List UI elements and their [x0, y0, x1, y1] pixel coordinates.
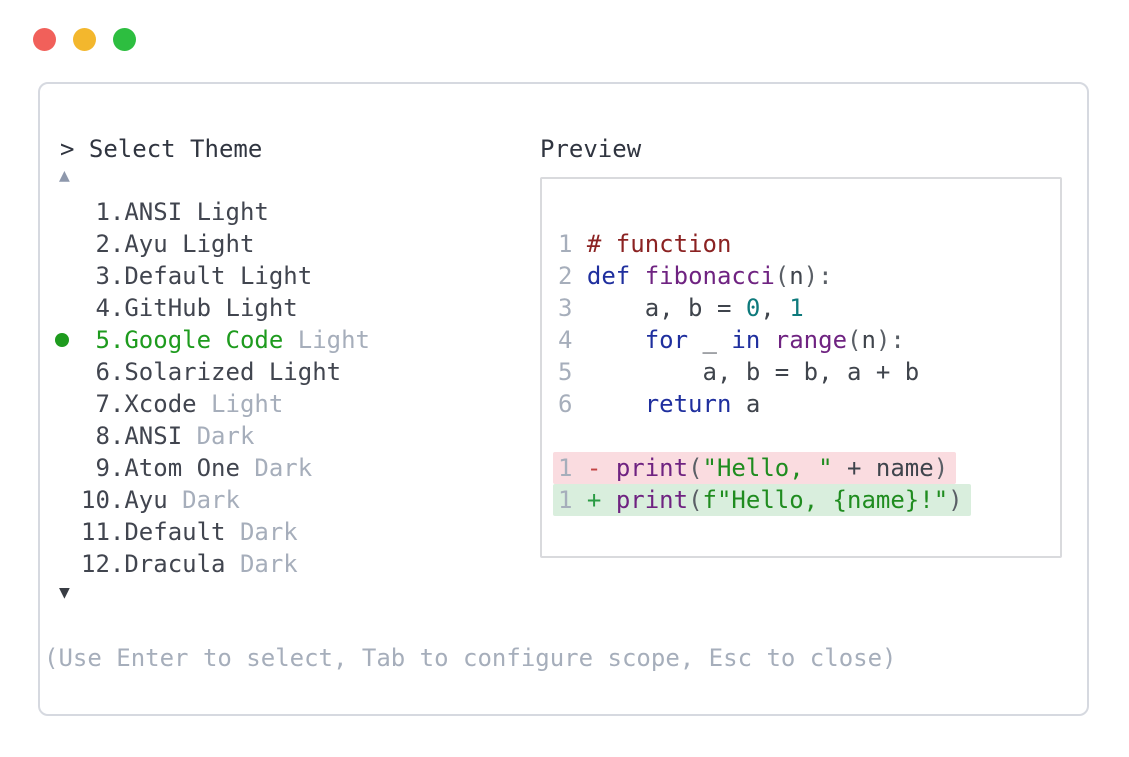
code-line [558, 420, 971, 452]
selected-dot-icon [55, 324, 81, 356]
theme-list-item[interactable]: 4.GitHub Light [55, 292, 370, 324]
theme-number: 8. [95, 422, 125, 450]
diff-removed-line: 1 - print("Hello, " + name) [553, 452, 971, 484]
theme-name: Solarized [124, 358, 255, 386]
theme-number: 7. [95, 390, 125, 418]
theme-list-item[interactable]: 3.Default Light [55, 260, 370, 292]
preview-title: Preview [540, 135, 642, 163]
theme-list-item[interactable]: 12.Dracula Dark [55, 548, 370, 580]
theme-number: 3. [95, 262, 125, 290]
code-line: 2 def fibonacci(n): [558, 262, 833, 290]
code-line: 3 a, b = 0, 1 [558, 294, 804, 322]
theme-name: Dracula [124, 550, 226, 578]
theme-variant: Light [225, 294, 298, 322]
theme-list-item[interactable]: 8.ANSI Dark [55, 420, 370, 452]
theme-list-item[interactable]: 6.Solarized Light [55, 356, 370, 388]
theme-name: Atom One [124, 454, 240, 482]
theme-number: 9. [95, 454, 125, 482]
theme-list-item[interactable]: 1.ANSI Light [55, 196, 370, 228]
theme-name: Default [124, 518, 226, 546]
theme-name: Google Code [124, 326, 284, 354]
theme-variant: Dark [239, 550, 298, 578]
theme-number: 2. [95, 230, 125, 258]
theme-name: GitHub [124, 294, 212, 322]
scroll-down-icon[interactable]: ▼ [59, 582, 70, 603]
theme-number: 12. [81, 550, 125, 578]
theme-number: 5. [95, 326, 125, 354]
theme-variant: Light [268, 358, 342, 386]
theme-list-item[interactable]: 10.Ayu Dark [55, 484, 370, 516]
code-line: 1 # function [558, 230, 732, 258]
theme-variant: Dark [239, 518, 298, 546]
theme-number: 6. [95, 358, 125, 386]
theme-name: Ayu [124, 230, 168, 258]
diff-added-line: 1 + print(f"Hello, {name}!") [553, 484, 971, 516]
theme-list-item[interactable]: 9.Atom One Dark [55, 452, 370, 484]
maximize-button[interactable] [113, 28, 136, 51]
theme-number: 10. [81, 486, 125, 514]
theme-variant: Dark [182, 486, 240, 514]
theme-variant: Light [196, 198, 269, 226]
code-line: 5 a, b = b, a + b [558, 358, 920, 386]
theme-list-item[interactable]: 7.Xcode Light [55, 388, 370, 420]
theme-variant: Light [239, 262, 313, 290]
theme-number: 4. [95, 294, 125, 322]
theme-variant: Light [211, 390, 284, 418]
theme-name: Xcode [124, 390, 197, 418]
code-block: 1 # function 2 def fibonacci(n): 3 a, b = … [553, 228, 971, 516]
theme-variant: Dark [196, 422, 255, 450]
theme-list-item[interactable]: 5.Google Code Light [55, 324, 370, 356]
code-line: 6 return a [558, 390, 761, 418]
theme-variant: Dark [254, 454, 313, 482]
theme-number: 1. [95, 198, 125, 226]
theme-variant: Light [297, 326, 370, 354]
close-button[interactable] [33, 28, 56, 51]
theme-name: Default [124, 262, 226, 290]
theme-number: 11. [81, 518, 125, 546]
theme-name: ANSI [124, 198, 183, 226]
select-theme-prompt: > Select Theme [60, 135, 263, 163]
scroll-up-icon[interactable]: ▲ [59, 165, 70, 186]
minimize-button[interactable] [73, 28, 96, 51]
keyboard-hint: (Use Enter to select, Tab to configure s… [44, 644, 897, 672]
code-line: 4 for _ in range(n): [558, 326, 905, 354]
theme-list-item[interactable]: 11.Default Dark [55, 516, 370, 548]
theme-name: ANSI [124, 422, 183, 450]
theme-name: Ayu [124, 486, 168, 514]
theme-variant: Light [182, 230, 255, 258]
theme-list-item[interactable]: 2.Ayu Light [55, 228, 370, 260]
